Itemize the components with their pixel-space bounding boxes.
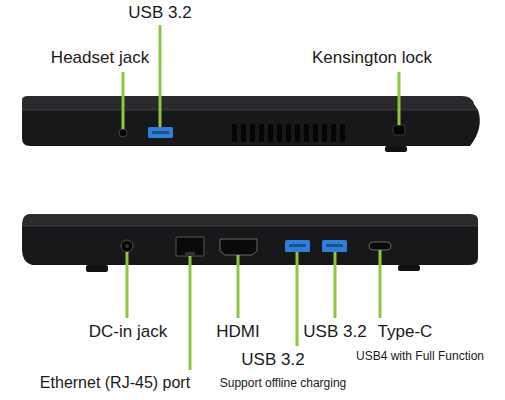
port-label: Headset jack [51,48,149,68]
leader-lines [123,25,399,370]
port-label: USB 3.2 [241,350,304,370]
port-label: Ethernet (RJ-45) port [40,374,190,392]
laptop-left-side [22,96,480,152]
port-label: DC-in jack [89,322,167,342]
port-note: USB4 with Full Function [356,350,484,364]
port-label: Type-C [378,322,433,342]
port-label: USB 3.2 [303,322,366,342]
laptop-right-side [22,214,478,272]
vents [232,124,345,142]
port-label: Kensington lock [312,48,432,68]
port-label: HDMI [216,322,259,342]
port-label: USB 3.2 [128,3,191,23]
port-note: Support offline charging [220,377,347,391]
